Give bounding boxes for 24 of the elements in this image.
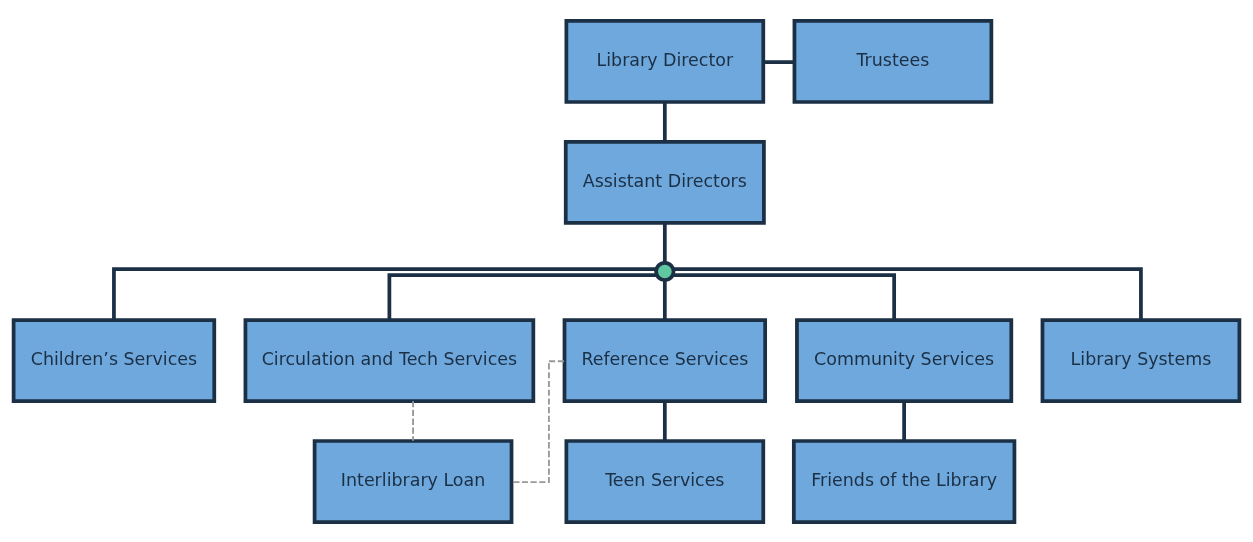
node-box: Reference Services — [562, 317, 768, 403]
connector — [662, 279, 667, 320]
connector — [763, 59, 795, 64]
connector — [510, 359, 565, 483]
connector — [662, 400, 667, 441]
node-box: Circulation and Tech Services — [243, 317, 536, 403]
connector — [387, 272, 657, 320]
node-box: Teen Services — [564, 438, 766, 524]
node-circle — [654, 260, 676, 282]
node-box: Children’s Services — [11, 317, 217, 403]
connector — [662, 101, 667, 142]
connector — [673, 266, 1143, 320]
node-box: Friends of the Library — [791, 438, 1017, 524]
connector — [902, 400, 906, 441]
node-box: Library Director — [564, 18, 766, 104]
node-box: Interlibrary Loan — [312, 438, 514, 524]
connector — [412, 399, 414, 442]
connector — [112, 266, 657, 320]
node-box: Library Systems — [1040, 317, 1242, 403]
connector — [662, 222, 667, 263]
node-box: Community Services — [795, 317, 1014, 403]
node-box: Trustees — [792, 18, 994, 104]
connector — [673, 272, 896, 320]
node-box: Assistant Directors — [563, 139, 766, 225]
